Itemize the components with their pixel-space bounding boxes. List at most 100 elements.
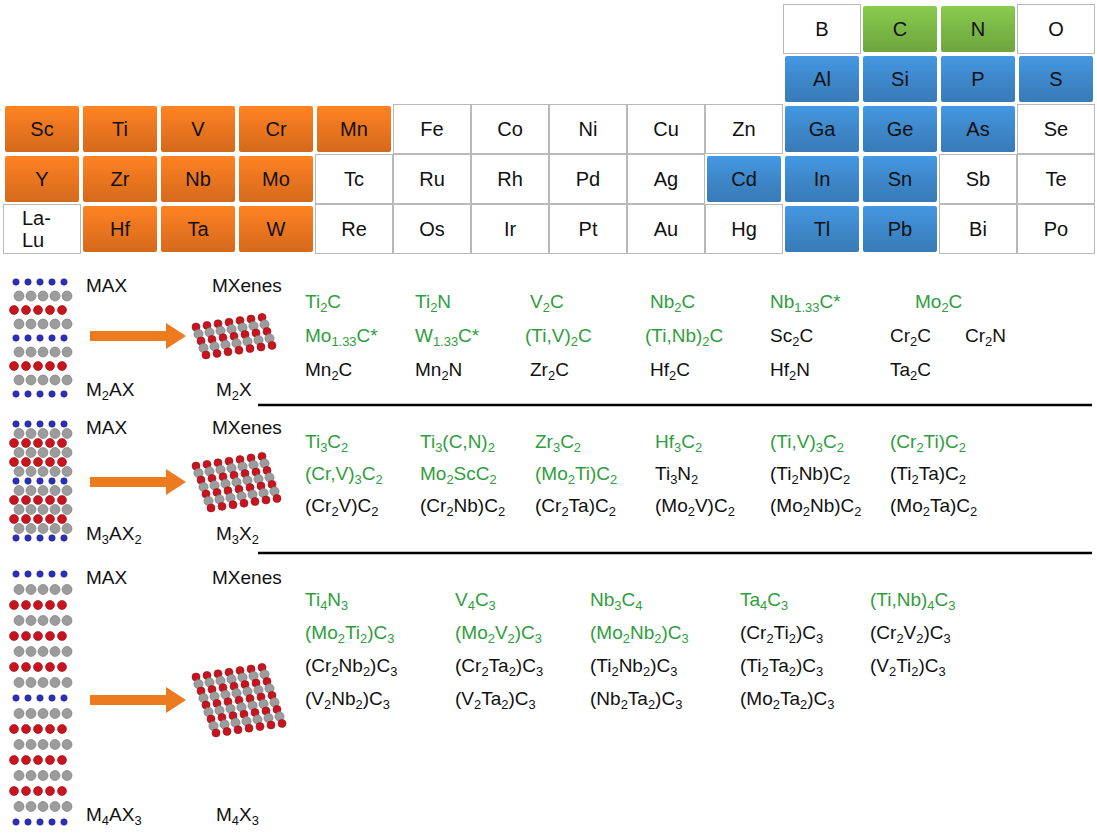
text-run: C: [475, 589, 489, 610]
formula-label: (Ti2Ta)C2: [890, 463, 966, 485]
text-run: )C: [655, 688, 675, 709]
text-run: N: [992, 325, 1006, 346]
subscript: 3: [674, 440, 681, 455]
a-element-cell: Pb: [863, 206, 937, 252]
atom: [50, 802, 60, 812]
element-cell: Rh: [471, 154, 549, 204]
atom: [22, 496, 31, 505]
atom: [38, 375, 48, 385]
text-run: Nb: [630, 622, 654, 643]
element-cell: Te: [1017, 154, 1095, 204]
subscript: 2: [341, 440, 348, 455]
formula-label: (Mo2Ti)C2: [535, 463, 617, 485]
a-element-cell: Ge: [863, 106, 937, 152]
element-symbol: Sc: [30, 118, 53, 140]
formula-label: (V2Ta2)C3: [455, 688, 536, 710]
atom: [50, 709, 60, 719]
subscript: 3: [536, 664, 543, 679]
atom: [13, 695, 19, 701]
subscript: 2: [252, 532, 259, 547]
formula-label: (Ti2Nb)C2: [770, 463, 850, 485]
element-symbol: Si: [891, 68, 909, 90]
atom: [10, 362, 19, 371]
text-run: N: [437, 291, 451, 312]
atom: [14, 740, 24, 750]
m-element-cell: Hf: [83, 206, 157, 252]
subscript: 2: [792, 334, 799, 349]
text-run: MAX: [86, 275, 127, 296]
x-element-cell: N: [941, 6, 1015, 52]
text-run: (Mo: [655, 495, 688, 516]
atom: [34, 663, 43, 672]
text-run: )C: [661, 622, 681, 643]
atom: [26, 802, 36, 812]
text-run: V: [530, 291, 543, 312]
subscript: 2: [766, 631, 773, 646]
atom: [49, 695, 55, 701]
subscript: 2: [910, 334, 917, 349]
atom: [22, 515, 31, 524]
atom: [25, 335, 31, 341]
text-run: Ti)C: [924, 431, 959, 452]
mxene-sheet: [192, 452, 281, 512]
subscript: 2: [761, 664, 768, 679]
atom: [38, 616, 48, 626]
text-run: Ta)C: [919, 463, 959, 484]
element-cell: Hg: [705, 204, 783, 254]
subscript: 3: [614, 598, 621, 613]
atom: [50, 319, 60, 329]
text-run: C: [681, 291, 695, 312]
separator-line: [258, 552, 1092, 555]
element-symbol: N: [971, 18, 985, 40]
subscript: 3: [553, 440, 560, 455]
element-symbol: Pb: [888, 218, 912, 240]
subscript: 3: [944, 631, 951, 646]
atom: [46, 458, 55, 467]
atom: [26, 524, 36, 534]
text-run: Mn: [415, 359, 441, 380]
text-run: Mo: [915, 291, 941, 312]
atom: [38, 524, 48, 534]
element-symbol: Co: [497, 118, 523, 140]
subscript: 2: [568, 472, 575, 487]
formula-label: (Ti,Nb)4C3: [870, 589, 955, 611]
structure-label: M4X3: [216, 804, 259, 826]
formula-label: Ta2C: [890, 359, 931, 381]
atom: [14, 678, 24, 688]
subscript: 3: [320, 440, 327, 455]
text-run: C: [621, 589, 635, 610]
subscript: 2: [441, 368, 448, 383]
atom: [10, 601, 19, 610]
subscript: 2: [623, 631, 630, 646]
text-run: Ti: [305, 291, 320, 312]
atom: [273, 494, 281, 502]
formula-label: (Cr2Nb)C2: [420, 495, 505, 517]
text-run: Nb: [331, 688, 355, 709]
text-run: )C: [796, 655, 816, 676]
text-run: (Cr: [305, 495, 331, 516]
m-element-cell: Y: [5, 156, 79, 202]
subscript: 2: [331, 368, 338, 383]
atom: [14, 429, 24, 439]
subscript: 2: [320, 300, 327, 315]
atom: [229, 501, 237, 509]
text-run: Ti: [415, 291, 430, 312]
element-symbol: Ru: [419, 168, 445, 190]
element-symbol: La- Lu: [22, 207, 62, 251]
subscript: 4: [760, 598, 767, 613]
atom: [37, 535, 43, 541]
atom: [14, 467, 24, 477]
text-run: C: [550, 291, 564, 312]
m-element-cell: Mo: [239, 156, 313, 202]
element-cell: Sb: [939, 154, 1017, 204]
atom: [49, 421, 55, 427]
text-run: (Ti: [740, 655, 761, 676]
formula-label: Zr3C2: [535, 431, 581, 453]
subscript: 2: [923, 504, 930, 519]
atom: [38, 802, 48, 812]
atom: [38, 448, 48, 458]
atom: [14, 524, 24, 534]
subscript: 3: [355, 472, 362, 487]
atom: [26, 448, 36, 458]
text-run: C*: [458, 325, 479, 346]
